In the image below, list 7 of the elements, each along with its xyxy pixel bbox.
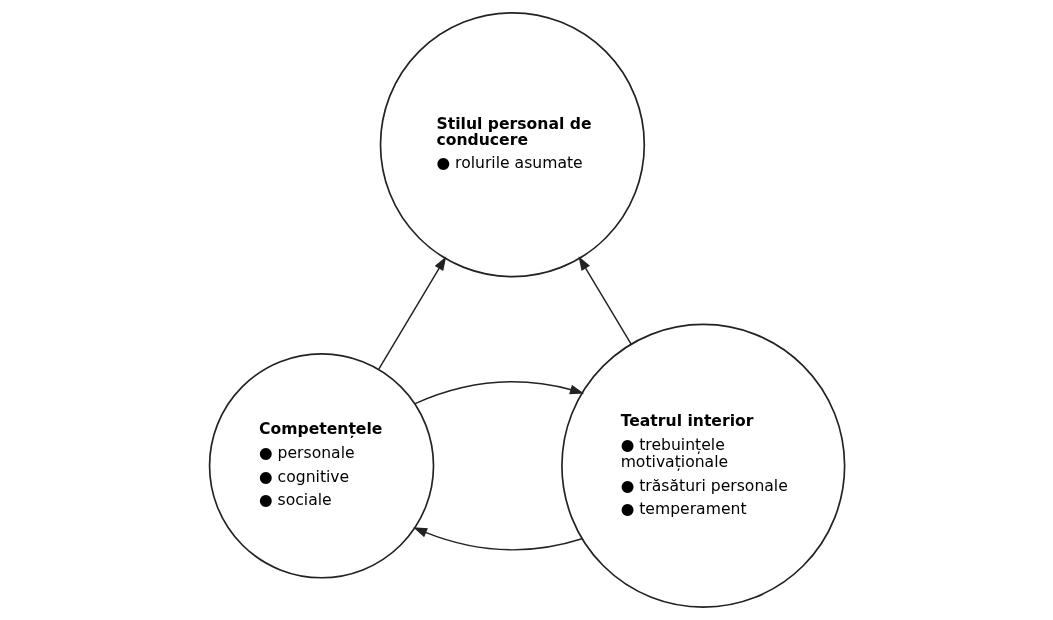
arrow (412, 527, 583, 551)
node-circle: Teatrul interior ● trebuințele motivaționale ● trăsături personale ● temperament (560, 323, 845, 608)
arrow (377, 256, 446, 370)
arrow (413, 381, 584, 405)
arrow (578, 256, 632, 345)
node-circle: Competențele ● personale ● cognitive ● sociale (208, 353, 434, 579)
node-circle: Stilul personal de conducere ● rolurile asumate (379, 12, 645, 278)
